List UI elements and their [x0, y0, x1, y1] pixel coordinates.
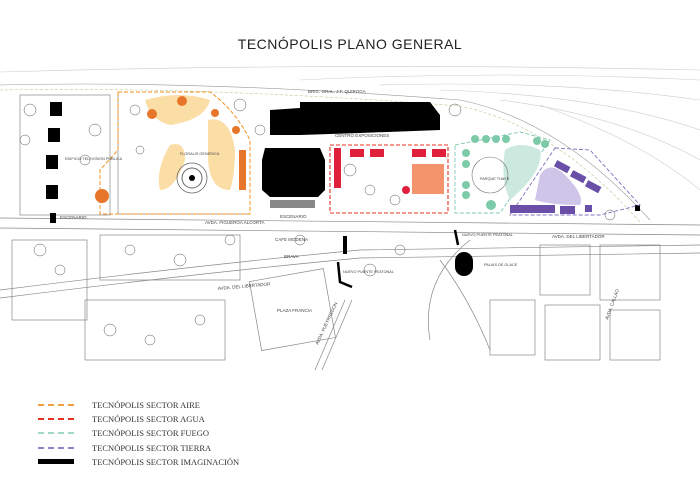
- label-plaza-francia: PLAZA FRANCIA: [277, 308, 312, 313]
- legend-swatch: [38, 446, 74, 449]
- escenario-structure: [270, 200, 315, 208]
- label-parque-thays: PARQUE THAYS: [480, 177, 510, 181]
- label-puente-2: NUEVO PUENTE PEATONAL: [462, 233, 513, 237]
- streets: [0, 92, 700, 371]
- page-title: TECNÓPOLIS PLANO GENERAL: [237, 36, 463, 52]
- legend-item: TECNÓPOLIS SECTOR TIERRA: [38, 441, 239, 455]
- label-centro-exposiciones: CENTRO EXPOSICIONES: [335, 133, 389, 138]
- sector-fuego: [454, 131, 551, 214]
- legend-swatch: [38, 432, 74, 435]
- label-escenario-2: ESCENARIO: [280, 214, 307, 219]
- legend-label: TECNÓPOLIS SECTOR AIRE: [92, 400, 200, 411]
- label-puente-1: NUEVO PUENTE PEATONAL: [343, 270, 394, 274]
- label-cafe-modena: CAFE MODENA: [275, 237, 308, 242]
- sector-agua: [329, 144, 449, 214]
- legend-item: TECNÓPOLIS SECTOR FUEGO: [38, 426, 239, 440]
- label-tv-publica: EDIFICIO TELEVISION PUBLICA: [65, 157, 123, 161]
- label-alcorta: AVDA. FIGUEROA ALCORTA: [205, 220, 265, 225]
- trees: [19, 98, 616, 346]
- legend-label: TECNÓPOLIS SECTOR TIERRA: [92, 442, 212, 453]
- legend-label: TECNÓPOLIS SECTOR AGUA: [92, 414, 205, 425]
- legend-item: TECNÓPOLIS SECTOR AGUA: [38, 412, 239, 426]
- sector-tierra: [509, 147, 641, 216]
- legend-swatch: [38, 404, 74, 407]
- legend-label: TECNÓPOLIS SECTOR FUEGO: [92, 428, 209, 439]
- rail-lines: [0, 66, 700, 223]
- label-libertador-1: AVDA. DEL LIBERTADOR: [218, 281, 272, 291]
- label-callao: AVDA. CALLAO: [604, 288, 620, 320]
- label-palais-de-glace: PALAIS DE GLACE: [484, 263, 518, 267]
- label-libertador-2: AVDA. DEL LIBERTADOR: [552, 234, 605, 239]
- legend-swatch: [38, 459, 74, 465]
- legend-label: TECNÓPOLIS SECTOR IMAGINACIÓN: [92, 456, 240, 467]
- legend: TECNÓPOLIS SECTOR AIRE TECNÓPOLIS SECTOR …: [38, 398, 239, 469]
- label-brava: BRAVA: [284, 254, 299, 259]
- legend-item: TECNÓPOLIS SECTOR IMAGINACIÓN: [38, 455, 239, 469]
- label-escenario-1: ESCENARIO: [60, 215, 87, 220]
- legend-item: TECNÓPOLIS SECTOR AIRE: [38, 398, 239, 412]
- legend-swatch: [38, 418, 74, 421]
- pedestrian-bridges: [336, 229, 460, 289]
- imaginacion-buildings: [46, 102, 640, 276]
- label-quiroga: BRIG. GRAL. J.F. QUIROGA: [308, 89, 366, 94]
- sector-aire: [95, 91, 251, 215]
- label-floralis: FLORALIS GENERICA: [180, 152, 220, 156]
